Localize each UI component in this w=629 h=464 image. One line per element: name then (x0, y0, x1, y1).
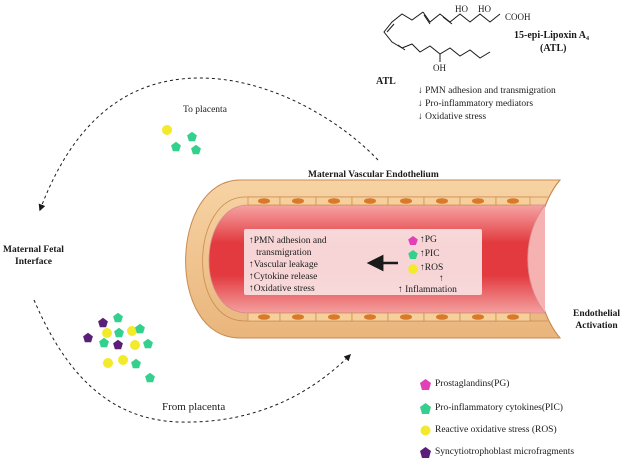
ros-particle (162, 125, 172, 135)
legend-label-stbm: Syncytiotrophoblast microfragments (435, 447, 575, 457)
cell-nucleus (364, 198, 376, 204)
cell-nucleus (328, 314, 340, 320)
vascular-endothelium-label: Maternal Vascular Endothelium (308, 170, 439, 180)
atl-effect-3: ↓ Oxidative stress (418, 112, 487, 122)
stbm-particle (113, 339, 123, 350)
ros-marker (408, 264, 418, 274)
pic-marker (408, 250, 418, 259)
cell-nucleus (472, 314, 484, 320)
cell-nucleus (292, 314, 304, 320)
inflammation-label: ↑ Inflammation (398, 285, 457, 295)
blood-vessel (185, 179, 562, 339)
mediator-pic: ↑PIC (420, 249, 440, 259)
to-placenta-curve (38, 77, 379, 212)
mediator-ros: ↑ROS (420, 263, 444, 273)
placental-particles (83, 125, 201, 383)
mediator-markers (408, 236, 418, 274)
legend-label-pg: Prostaglandins(PG) (435, 379, 510, 389)
molecule-abbrev: (ATL) (540, 43, 567, 54)
pic-marker-icon (420, 403, 431, 414)
ros-particle (118, 355, 128, 365)
pic-particle (187, 131, 197, 142)
cell-nucleus (328, 198, 340, 204)
pg-marker (408, 236, 418, 245)
pic-particle (131, 358, 141, 369)
cell-nucleus (400, 314, 412, 320)
maternal-fetal-interface-label: Maternal Fetal Interface (3, 245, 64, 267)
cell-nucleus (400, 198, 412, 204)
legend-label-ros: Reactive oxidative stress (ROS) (435, 425, 557, 435)
ros-particle (130, 340, 140, 350)
pg-marker-icon (420, 379, 431, 390)
ros-marker-icon (420, 425, 431, 436)
ros-particle (102, 328, 112, 338)
cell-nucleus (472, 198, 484, 204)
endothelial-cells-top (247, 196, 531, 206)
lipoxin-structure (383, 11, 501, 62)
pic-particle (171, 141, 181, 152)
pic-particle (113, 312, 123, 323)
ros-particle (103, 358, 113, 368)
oh-label: OH (433, 63, 446, 73)
inflammation-up-arrow: ↑ (439, 274, 444, 284)
cooh-label: COOH (505, 12, 531, 22)
endothelial-cells-bottom (247, 312, 531, 322)
endothelial-activation-label: Endothelial Activation (573, 309, 620, 331)
ros-particle (127, 326, 137, 336)
cell-nucleus (364, 314, 376, 320)
pic-particle (191, 144, 201, 155)
cell-nucleus (258, 314, 270, 320)
vessel-effect-2: transmigration (249, 248, 312, 258)
cell-nucleus (258, 198, 270, 204)
stbm-marker-icon (420, 447, 431, 458)
from-placenta-label: From placenta (162, 401, 226, 413)
ho-label-1: HO (455, 4, 468, 14)
cell-nucleus (436, 314, 448, 320)
legend-label-pic: Pro-inflammatory cytokines(PIC) (435, 403, 563, 413)
ho-label-2: HO (478, 4, 491, 14)
atl-label: ATL (376, 76, 396, 87)
atl-effect-2: ↓ Pro-inflammatory mediators (418, 99, 534, 109)
stbm-particle (98, 317, 108, 328)
pic-particle (114, 327, 124, 338)
cell-nucleus (292, 198, 304, 204)
mediator-pg: ↑PG (420, 235, 437, 245)
pic-particle (145, 372, 155, 383)
stbm-particle (83, 332, 93, 343)
vessel-effect-3: ↑Vascular leakage (249, 260, 318, 270)
vessel-effect-5: ↑Oxidative stress (249, 284, 315, 294)
pic-particle (99, 337, 109, 348)
atl-effect-1: ↓ PMN adhesion and transmigration (418, 86, 556, 96)
from-placenta-curve (33, 299, 351, 423)
molecule-name: 15-epi-Lipoxin A₄ (514, 30, 589, 41)
cell-nucleus (436, 198, 448, 204)
cell-nucleus (507, 314, 519, 320)
vessel-effect-4: ↑Cytokine release (249, 272, 318, 282)
pic-particle (143, 338, 153, 349)
vessel-effect-1: ↑PMN adhesion and (249, 236, 327, 246)
cell-nucleus (507, 198, 519, 204)
pic-particle (135, 323, 145, 334)
to-placenta-label: To placenta (183, 105, 227, 115)
inflammation-panel (244, 229, 482, 295)
